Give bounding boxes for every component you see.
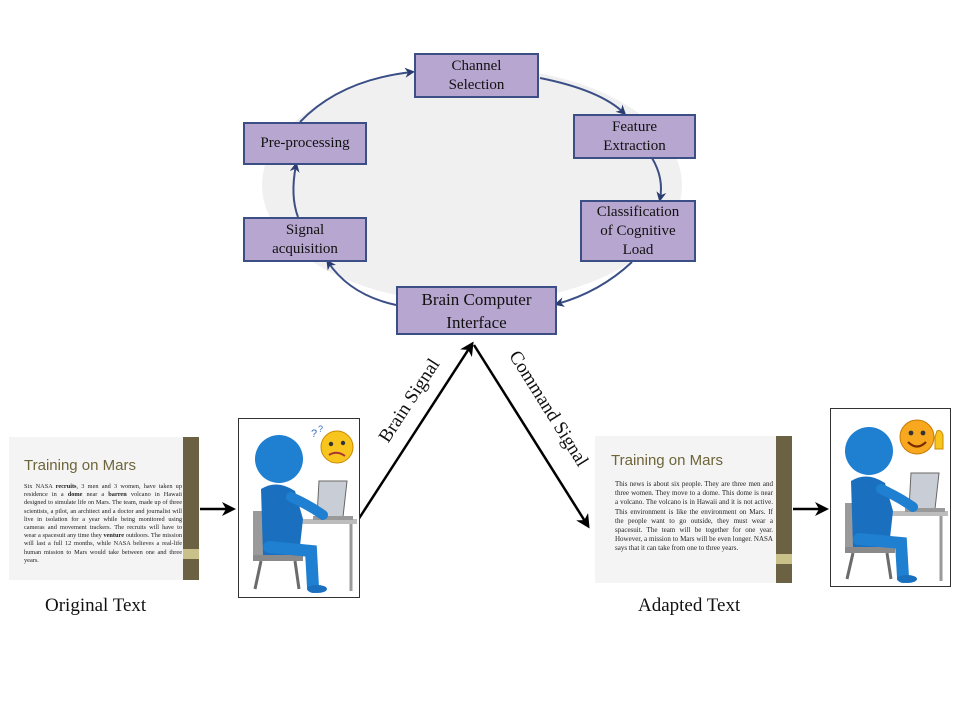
adapted-text-slide: Training on Mars This news is about six …: [595, 436, 792, 583]
user-at-computer-icon: [845, 419, 948, 583]
arc-channel-to-feature: [539, 77, 627, 116]
adapted-text-caption: Adapted Text: [638, 595, 741, 616]
arc-feature-to-classification: [651, 157, 667, 202]
confused-user-frame: ? ?: [238, 418, 360, 598]
slide-side-bar: [183, 437, 199, 580]
arc-acquisition-to-preprocessing: [289, 162, 300, 218]
adapted-slide-body: This news is about six people. They are …: [615, 480, 773, 553]
preprocessing-box: Pre-processing: [243, 122, 367, 165]
feature-extraction-box: Feature Extraction: [573, 114, 696, 159]
original-text-slide: Training on Mars Six NASA recruits, 3 me…: [9, 437, 199, 580]
arc-bci-to-acquisition: [326, 259, 397, 306]
svg-text:?: ?: [318, 424, 323, 434]
svg-text:?: ?: [311, 428, 317, 440]
slide-side-bar: [776, 436, 792, 583]
signal-acquisition-box: Signal acquisition: [243, 217, 367, 262]
happy-user-frame: [830, 408, 951, 587]
adapted-slide-title: Training on Mars: [611, 452, 723, 469]
channel-selection-box: Channel Selection: [414, 53, 539, 98]
thumbs-up-emoji-icon: [899, 419, 944, 455]
original-slide-body: Six NASA recruits, 3 men and 3 women, ha…: [24, 483, 182, 564]
confused-emoji-icon: ? ?: [311, 424, 354, 464]
arc-classification-to-bci: [554, 261, 633, 307]
chair-back-icon: [253, 511, 265, 557]
user-at-computer-icon: ? ?: [253, 424, 357, 593]
original-text-caption: Original Text: [45, 595, 147, 616]
slide-bar-stripe: [183, 549, 199, 559]
arc-preprocessing-to-channel: [299, 67, 415, 123]
slide-bar-stripe: [776, 554, 792, 564]
original-slide-title: Training on Mars: [24, 457, 136, 474]
brain-signal-arrow: [356, 341, 474, 521]
command-signal-arrow: [472, 344, 590, 529]
classification-box: Classification of Cognitive Load: [580, 200, 696, 262]
bci-box: Brain Computer Interface: [396, 286, 557, 335]
cycle-ellipse: [262, 67, 682, 303]
